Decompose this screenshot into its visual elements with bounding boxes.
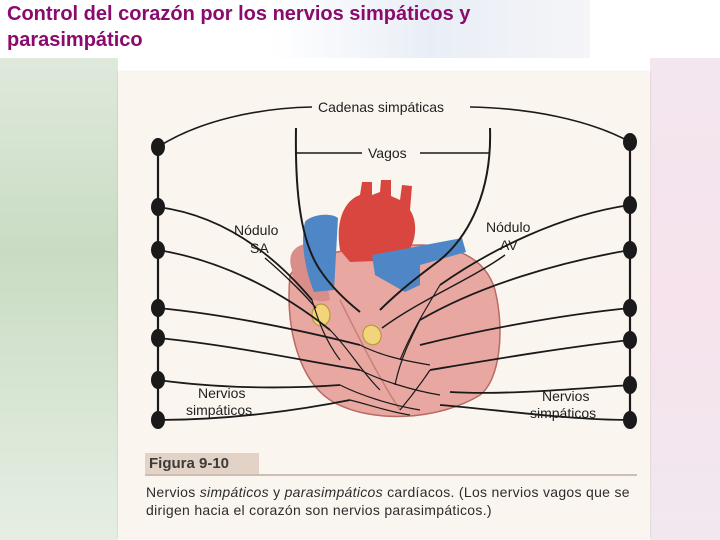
heart-illustration <box>288 180 501 418</box>
label-av-node-line2: AV <box>500 237 518 253</box>
vagus-nerves <box>294 127 492 313</box>
pulmonary-veins <box>372 238 466 292</box>
caption-mid: y <box>268 484 285 500</box>
slide-title: Control del corazón por los nervios simp… <box>7 3 471 51</box>
label-sa-node-line1: Nódulo <box>234 222 279 238</box>
label-cadenas-simpaticas: Cadenas simpáticas <box>318 99 444 115</box>
header-decoration <box>270 0 590 58</box>
label-vagos: Vagos <box>368 145 407 161</box>
av-node <box>362 324 382 346</box>
caption-prefix: Nervios <box>146 484 200 500</box>
sympathetic-nerves-left <box>157 206 361 421</box>
label-nervios-simpaticos-right-1: Nervios <box>542 388 589 404</box>
sympathetic-nerves-right <box>419 204 631 421</box>
figure-number: Figura 9-10 <box>145 453 259 475</box>
superior-vena-cava <box>303 214 338 292</box>
label-nervios-simpaticos-left-2: simpáticos <box>186 402 252 418</box>
figure-caption: Nervios simpáticos y parasimpáticos card… <box>146 483 640 519</box>
label-nervios-simpaticos-right-2: simpáticos <box>530 405 596 421</box>
label-leader-lines <box>157 106 631 154</box>
ventricle-groove <box>339 299 401 411</box>
caption-italic-parasympathetic: parasimpáticos <box>284 484 383 500</box>
label-sa-node-line2: SA <box>250 240 269 256</box>
label-nervios-simpaticos-left-1: Nervios <box>198 385 245 401</box>
label-av-node-line1: Nódulo <box>486 219 531 235</box>
node-pointers <box>264 254 506 329</box>
sympathetic-chain-right <box>623 133 637 429</box>
background-foliage-left <box>0 58 118 540</box>
diagram-labels: Cadenas simpáticas Vagos Nódulo SA Nódul… <box>186 99 596 421</box>
sympathetic-chain-left <box>151 138 165 429</box>
aorta <box>338 180 416 262</box>
caption-rest: cardíacos. (Los nervios vagos que se dir… <box>146 484 630 518</box>
background-flower-right <box>650 58 720 540</box>
caption-italic-sympathetic: simpáticos <box>199 484 269 500</box>
figure-rule <box>145 474 637 476</box>
